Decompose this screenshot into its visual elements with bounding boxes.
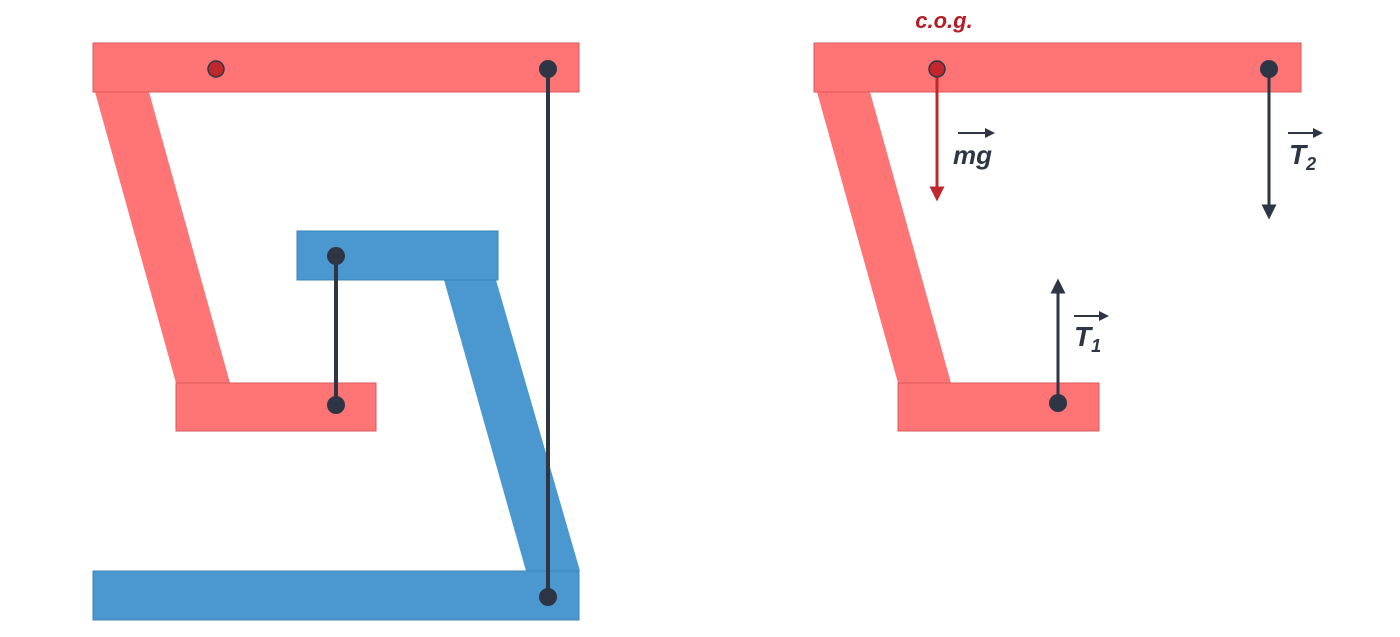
short-cable-top-pin: [327, 247, 345, 265]
t1-subscript: 1: [1091, 336, 1101, 356]
red-top-bar: [92, 42, 580, 93]
cog-pin: [207, 60, 225, 78]
long-cable-top-pin: [539, 60, 557, 78]
red-lower-arm: [175, 382, 377, 432]
t2-subscript: 2: [1305, 154, 1316, 174]
fbd-red-top-bar: [813, 42, 1302, 93]
t2-label-group: T2: [1288, 128, 1323, 174]
mg-label-group: mg: [953, 128, 995, 170]
t2-label: T2: [1289, 139, 1316, 174]
short-cable-bottom-pin: [327, 396, 345, 414]
t2-letter: T: [1289, 139, 1309, 170]
red-diagonal-leg: [95, 92, 230, 383]
cog-label: c.o.g.: [915, 8, 972, 33]
fbd-red-lower-arm: [897, 382, 1100, 432]
t1-label: T1: [1074, 321, 1101, 356]
blue-base-bar: [92, 570, 580, 621]
long-cable-bottom-pin: [539, 588, 557, 606]
blue-diagonal-leg: [444, 280, 580, 571]
t1-label-group: T1: [1074, 311, 1109, 356]
fbd-red-part: [813, 42, 1302, 432]
fbd-t2-pin: [1260, 60, 1278, 78]
t1-letter: T: [1074, 321, 1094, 352]
left-assembly: [92, 42, 580, 621]
mg-label: mg: [953, 140, 992, 170]
free-body-diagram: c.o.g. mg T2 T1: [813, 8, 1323, 432]
fbd-cog-pin: [928, 60, 946, 78]
fbd-red-diagonal-leg: [817, 92, 951, 383]
fbd-t1-pin: [1049, 394, 1067, 412]
